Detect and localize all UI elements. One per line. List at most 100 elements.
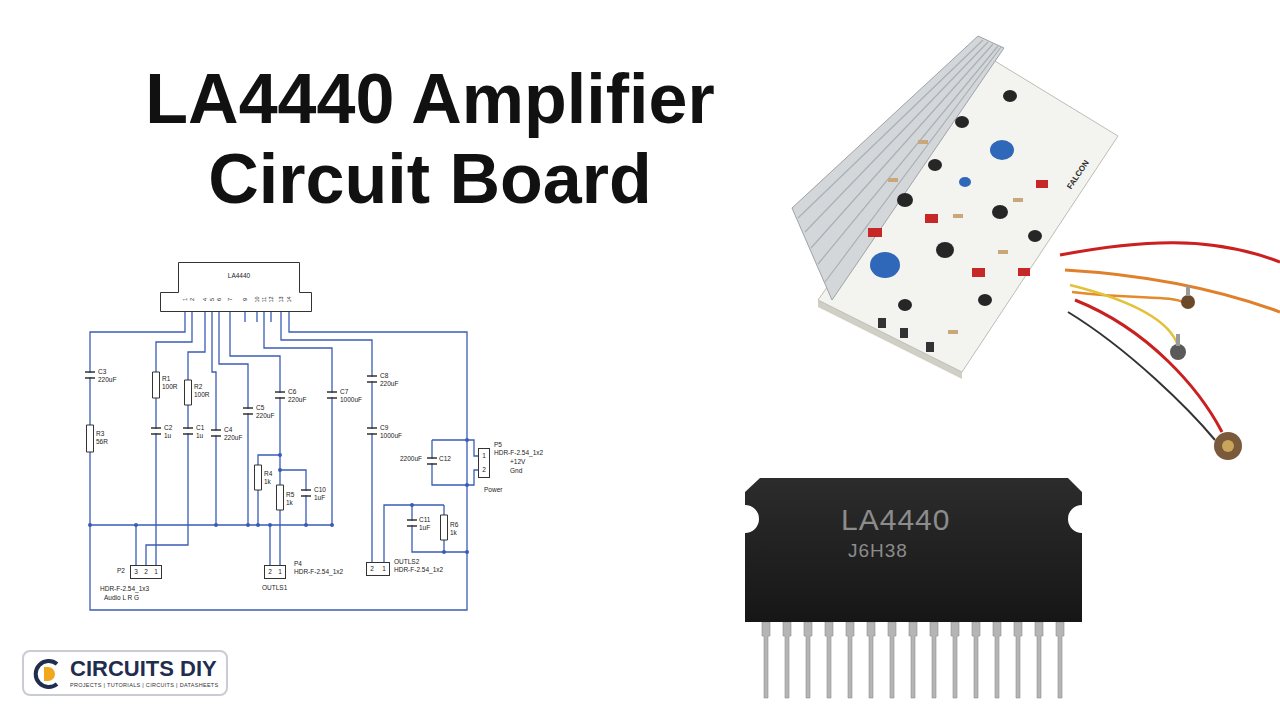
capacitor-part	[978, 294, 992, 306]
part-value: 1k	[450, 529, 457, 537]
brand-logo: CIRCUITS DIYPROJECTS | TUTORIALS | CIRCU…	[22, 650, 228, 696]
potentiometer-shaft	[1186, 286, 1190, 296]
resistor-part	[918, 140, 928, 144]
pin-number: 6	[216, 294, 223, 306]
part-value: 1uF	[314, 494, 325, 502]
part-name: R1	[162, 375, 170, 383]
connector-footprint: HDR-F-2.54_1x3	[100, 585, 149, 593]
part-value: 1u	[164, 432, 171, 440]
header-connector: 21	[264, 565, 286, 579]
heatsink	[792, 36, 1004, 300]
resistor-part	[998, 250, 1008, 254]
part-name: C8	[380, 372, 388, 380]
connector-footprint: HDR-F-2.54_1x2	[394, 566, 443, 574]
pin-number: 1	[379, 565, 389, 573]
pin-number: 2	[265, 568, 275, 576]
ic-outline	[160, 262, 312, 312]
logo-icon	[30, 656, 66, 692]
film-capacitor	[868, 228, 882, 237]
part-value: 2200uF	[400, 455, 422, 463]
ic-body	[745, 478, 1082, 622]
pin-number: 4	[202, 294, 209, 306]
film-capacitor	[972, 268, 985, 277]
logo-icon-c	[36, 661, 57, 687]
potentiometer-shaft	[1176, 334, 1180, 346]
capacitor-part	[1003, 90, 1017, 102]
part-value: 1u	[196, 432, 203, 440]
wire	[1075, 300, 1222, 432]
part-name: C9	[380, 424, 388, 432]
wire	[1060, 243, 1280, 262]
pin-number: 3	[131, 568, 141, 576]
part-value: 56R	[96, 438, 108, 446]
ic-marking: J6H38	[848, 540, 908, 562]
part-name: C7	[340, 388, 348, 396]
wire	[1068, 312, 1215, 440]
pin-number: 10	[254, 294, 261, 306]
film-capacitor	[925, 214, 938, 223]
connector-function: OUTLS1	[262, 584, 287, 592]
part-value: 100R	[194, 391, 210, 399]
pin-number: 2	[367, 565, 377, 573]
capacitor-part	[898, 299, 912, 311]
ic-symbol: LA4440	[160, 262, 312, 312]
pin-number: 1	[479, 452, 489, 460]
pin-number: 13	[278, 294, 285, 306]
title-text: LA4440 Amplifier Circuit Board	[100, 59, 760, 219]
part-name: C5	[256, 404, 264, 412]
pin-number: 11	[261, 294, 268, 306]
connector-function: Power	[484, 486, 502, 494]
part-value: 100R	[162, 383, 178, 391]
heatsink-fins	[798, 40, 1001, 282]
part-value: 1k	[264, 478, 271, 486]
pin-number: 7	[227, 294, 234, 306]
pin-number: 9	[242, 294, 249, 306]
resistor-part	[888, 178, 898, 182]
capacitor-part	[1028, 230, 1042, 242]
capacitor-part	[936, 242, 954, 258]
part-value: 220uF	[288, 396, 306, 404]
capacitor-part	[897, 193, 913, 207]
connector-name: P2	[117, 567, 125, 575]
pin-number: 1	[275, 568, 285, 576]
part-name: C12	[439, 455, 451, 463]
connector-footprint: HDR-F-2.54_1x2	[294, 568, 343, 576]
pin-number: 2	[479, 466, 489, 474]
ic-body-shape	[745, 478, 1082, 622]
part-name: C4	[224, 426, 232, 434]
capacitor-part	[990, 140, 1014, 160]
transistor-part	[900, 328, 908, 338]
ic-package-photo: LA4440J6H38	[745, 478, 1082, 622]
part-name: R5	[286, 491, 294, 499]
connector-name: OUTLS2	[394, 558, 419, 566]
connector-name: P5	[494, 441, 502, 449]
capacitor-symbol	[85, 372, 437, 526]
part-name: C3	[98, 368, 106, 376]
brand-name: CIRCUITS DIY	[70, 657, 219, 681]
capacitor-part	[959, 177, 971, 187]
part-value: 220uF	[256, 412, 274, 420]
part-name: R2	[194, 383, 202, 391]
part-value: 220uF	[224, 434, 242, 442]
pin-number: 12	[268, 294, 275, 306]
ic-outline-shape	[161, 263, 312, 312]
header-connector: 12	[478, 448, 490, 478]
connector-footprint: HDR-F-2.54_1x2	[494, 449, 543, 457]
connector-function: Audio L R G	[104, 594, 139, 602]
resistor-symbol	[87, 372, 448, 540]
header-connector: 21	[366, 562, 390, 576]
potentiometer-core	[1222, 440, 1234, 452]
film-capacitor	[1036, 180, 1048, 188]
potentiometer	[1214, 432, 1242, 460]
potentiometer	[1181, 295, 1195, 309]
capacitor-part	[928, 159, 942, 171]
transistor-part	[926, 342, 934, 352]
brand-tagline: PROJECTS | TUTORIALS | CIRCUITS | DATASH…	[70, 681, 219, 689]
part-name: C1	[196, 424, 204, 432]
header-connector: 321	[130, 565, 162, 579]
pin-number: 2	[189, 294, 196, 306]
wire	[1070, 285, 1178, 346]
part-name: R6	[450, 521, 458, 529]
capacitor-part	[955, 116, 969, 128]
capacitor-part	[992, 205, 1008, 219]
